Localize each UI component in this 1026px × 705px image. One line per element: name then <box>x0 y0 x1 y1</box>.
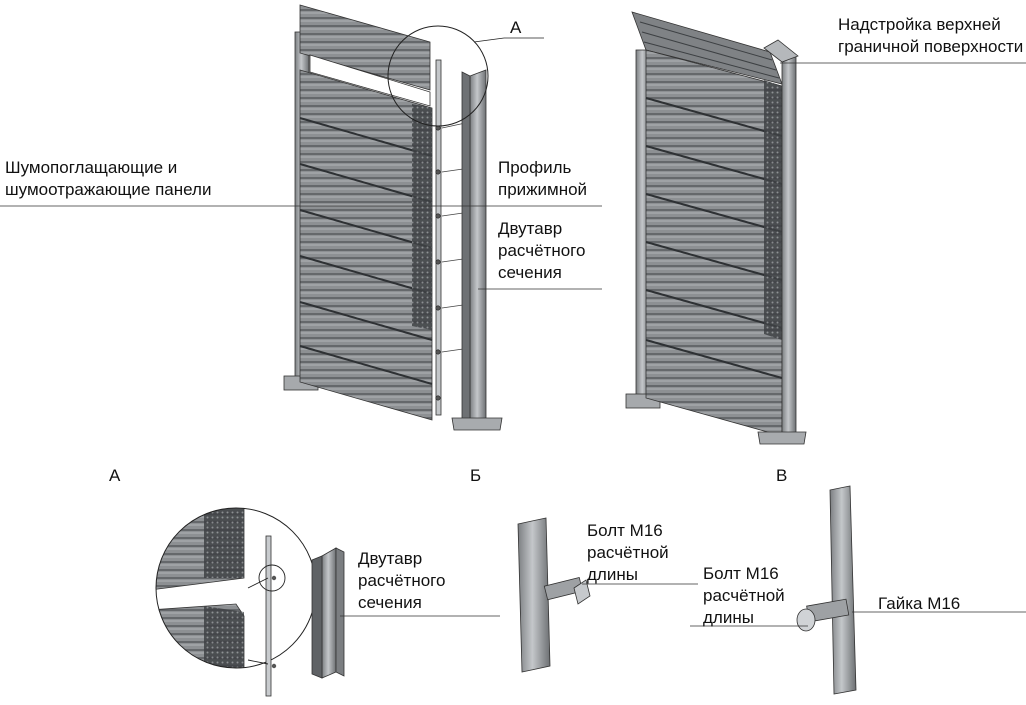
label-panels-line2: шумоотражающие панели <box>5 180 212 199</box>
panel-stack <box>299 69 433 421</box>
clamp-profile <box>435 59 442 416</box>
right-front-post <box>781 55 797 441</box>
detail-v <box>690 485 1026 695</box>
front-i-beam-flange <box>461 71 471 425</box>
label-bolt-b-line1: Болт М16 <box>587 521 663 540</box>
top-panel <box>299 4 431 91</box>
detail-b-post <box>517 517 551 673</box>
right-panel-stack <box>645 49 783 437</box>
panel-gap <box>309 54 431 107</box>
label-bolt-b-line2: расчётной <box>587 543 669 562</box>
detail-a <box>155 507 500 697</box>
label-bolt-v-line2: расчётной <box>703 586 785 605</box>
right-perforated-edge <box>764 80 782 340</box>
right-top-cap <box>763 39 799 63</box>
detail-v-nut <box>796 608 816 632</box>
front-base-plate <box>451 417 503 431</box>
left-assembly <box>283 4 544 431</box>
label-profile-line2: прижимной <box>498 180 588 199</box>
front-i-beam <box>469 69 487 425</box>
label-bolt-b: Болт М16 расчётной длины <box>587 520 669 586</box>
label-beam-top-line1: Двутавр <box>498 219 563 238</box>
label-panels-line1: Шумопоглащающие и <box>5 158 178 177</box>
label-beam-detail-line1: Двутавр <box>358 549 423 568</box>
label-profile-line1: Профиль <box>498 158 572 177</box>
label-profile: Профиль прижимной <box>498 157 587 201</box>
detail-letter-a: А <box>109 466 121 485</box>
right-front-base-plate <box>757 431 807 445</box>
top-leader-lines <box>0 62 1026 290</box>
detail-b-bolt-head <box>573 579 591 605</box>
label-beam-top-line2: расчётного <box>498 241 586 260</box>
label-top-extension-line1: Надстройка верхней <box>838 15 1001 34</box>
label-beam-top-line3: сечения <box>498 263 562 282</box>
panel-perforated-edge <box>412 104 432 330</box>
detail-letter-v: В <box>776 466 788 485</box>
label-panels: Шумопоглащающие и шумоотражающие панели <box>5 157 211 201</box>
label-top-extension: Надстройка верхней граничной поверхности <box>838 14 1023 58</box>
detail-v-post <box>829 485 857 695</box>
right-assembly <box>625 11 807 445</box>
callout-circle-a <box>387 25 489 127</box>
label-beam-detail-line2: расчётного <box>358 571 446 590</box>
label-beam-detail: Двутавр расчётного сечения <box>358 548 445 614</box>
detail-a-i-beam <box>321 547 337 679</box>
detail-a-profile <box>265 535 272 697</box>
callout-letter-a: А <box>510 18 522 37</box>
detail-b <box>517 517 698 673</box>
label-bolt-v-line3: длины <box>703 608 754 627</box>
label-beam-top: Двутавр расчётного сечения <box>498 218 585 284</box>
label-bolt-v: Болт М16 расчётной длины <box>703 563 785 629</box>
detail-letter-b: Б <box>470 466 482 485</box>
label-bolt-b-line3: длины <box>587 565 638 584</box>
label-beam-detail-line3: сечения <box>358 593 422 612</box>
label-nut: Гайка М16 <box>878 594 961 613</box>
label-top-extension-line2: граничной поверхности <box>838 37 1024 56</box>
label-bolt-v-line1: Болт М16 <box>703 564 779 583</box>
detail-a-bolt-circle <box>258 564 286 592</box>
